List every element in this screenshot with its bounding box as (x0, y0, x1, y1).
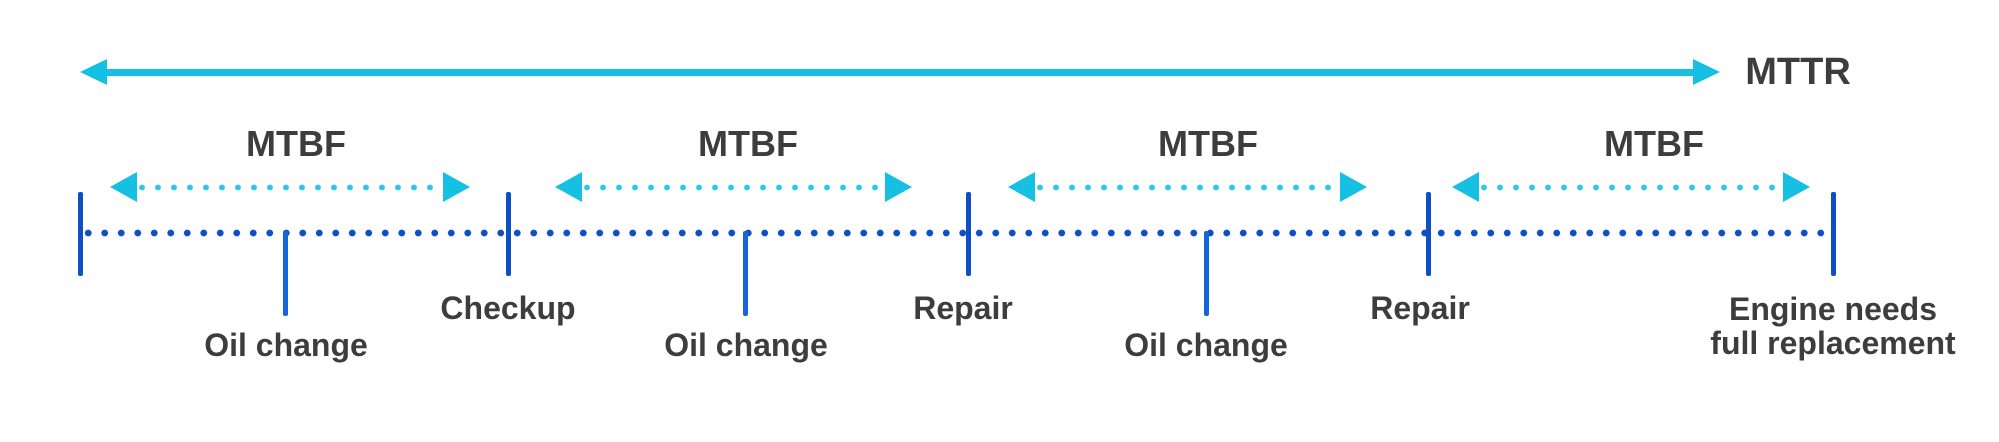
arrowhead-right-icon (1340, 172, 1367, 202)
oil-change-label-3: Oil change (1124, 327, 1288, 363)
arrowhead-right-icon (443, 172, 470, 202)
arrowhead-left-icon (555, 172, 582, 202)
mtbf-arrow-1 (110, 171, 470, 203)
engine-replacement-label-line2: full replacement (1710, 325, 1956, 361)
oil-change-label-2: Oil change (664, 327, 828, 363)
mtbf-arrow-2 (555, 171, 912, 203)
checkup-tick (506, 192, 511, 276)
oil-change-tick-3 (1204, 231, 1209, 316)
mtbf-arrow-3 (1008, 171, 1367, 203)
mttr-arrow-shaft (100, 69, 1700, 76)
mtbf-label-2: MTBF (698, 123, 798, 164)
oil-change-tick-2 (743, 231, 748, 316)
engine-replacement-label: Engine needs full replacement (1710, 292, 1955, 360)
mtbf-arrow-shaft (134, 184, 446, 191)
arrowhead-left-icon (1452, 172, 1479, 202)
oil-change-label-1: Oil change (204, 327, 368, 363)
repair-tick-2 (1426, 192, 1431, 276)
mtbf-arrow-4 (1452, 171, 1810, 203)
mtbf-label-4: MTBF (1604, 123, 1704, 164)
engine-replacement-label-line1: Engine needs (1728, 291, 1938, 327)
repair-tick-1 (966, 192, 971, 276)
mttr-label: MTTR (1745, 51, 1851, 93)
arrowhead-left-icon (1008, 172, 1035, 202)
arrowhead-right-icon (885, 172, 912, 202)
arrowhead-right-icon (1783, 172, 1810, 202)
arrowhead-right-icon (1693, 59, 1720, 85)
repair-label-1: Repair (913, 290, 1013, 326)
mtbf-arrow-shaft (579, 184, 888, 191)
repair-label-2: Repair (1370, 290, 1470, 326)
mttr-arrow (80, 59, 1720, 85)
oil-change-tick-1 (283, 231, 288, 316)
mtbf-arrow-shaft (1476, 184, 1786, 191)
arrowhead-left-icon (110, 172, 137, 202)
timeline-start-tick (78, 192, 83, 276)
mtbf-label-1: MTBF (246, 123, 346, 164)
mtbf-arrow-shaft (1032, 184, 1343, 191)
checkup-label: Checkup (440, 290, 576, 326)
mtbf-label-3: MTBF (1158, 123, 1258, 164)
timeline-dotted-line (80, 229, 1833, 237)
timeline-end-tick (1831, 192, 1836, 276)
